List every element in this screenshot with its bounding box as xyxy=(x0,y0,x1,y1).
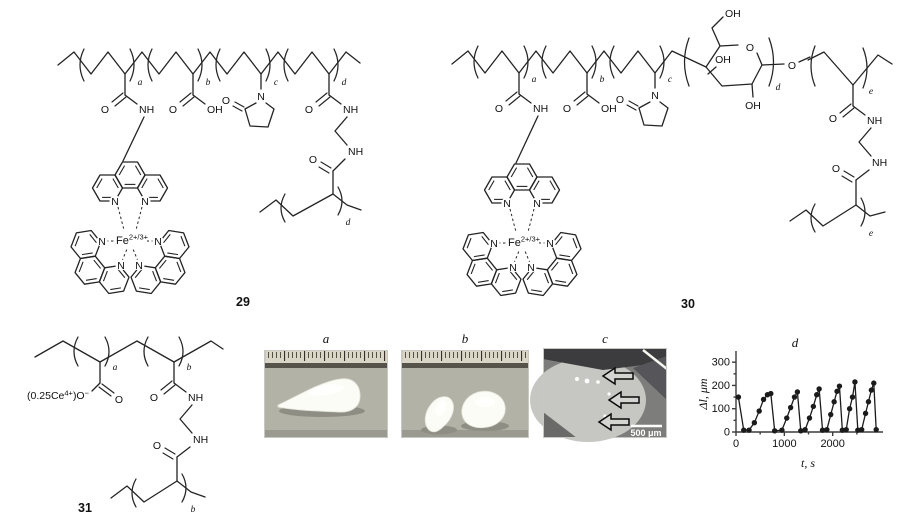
o-atom-label: O xyxy=(115,394,123,406)
nh-atom-label: NH xyxy=(188,392,203,404)
nh-atom-label: NH xyxy=(533,103,548,115)
svg-text:100: 100 xyxy=(712,403,730,415)
panel-label-c: c xyxy=(602,331,608,346)
structure-30: a b c O NH O OH N O d O OH OH xyxy=(440,8,893,311)
arrow-icon xyxy=(597,412,630,432)
o-atom-label: O xyxy=(305,104,313,116)
y-axis-label: Δl, μm xyxy=(696,378,710,410)
o-atom-label: O xyxy=(788,60,796,72)
unit-subscript: e xyxy=(869,87,873,97)
nh-atom-label: NH xyxy=(867,115,882,127)
oh-atom-label: OH xyxy=(207,104,223,116)
unit-subscript: a xyxy=(113,363,118,373)
svg-text:0: 0 xyxy=(733,438,739,450)
plot-area: 0 1000 2000 0 100 200 300 xyxy=(712,351,883,450)
structure-number-30: 30 xyxy=(681,297,695,311)
oh-atom-label: OH xyxy=(745,100,761,112)
scale-bar-label: 500 μm xyxy=(630,428,661,438)
unit-subscript: a xyxy=(138,78,143,88)
o-atom-label: O xyxy=(169,104,177,116)
photo-b-gel-pieces xyxy=(401,350,529,438)
oh-atom-label: OH xyxy=(601,103,617,115)
nh-atom-label: NH xyxy=(348,146,363,158)
o-atom-label: O xyxy=(746,42,754,54)
o-atom-label: O xyxy=(150,392,158,404)
svg-text:1000: 1000 xyxy=(772,438,796,450)
nh-atom-label: NH xyxy=(872,157,887,169)
unit-subscript: a xyxy=(532,75,537,85)
nh-atom-label: NH xyxy=(193,434,208,446)
boundary-arrows xyxy=(597,366,640,432)
structure-31: a b (0.25Ce4+)O− O O NH NH O b 31 xyxy=(27,336,224,515)
o-atom-label: O xyxy=(495,103,503,115)
svg-text:0: 0 xyxy=(724,427,730,439)
unit-subscript: d xyxy=(776,83,781,93)
arrow-icon xyxy=(601,366,634,386)
unit-subscript: b xyxy=(187,363,192,373)
n-atom-label: N xyxy=(651,90,659,102)
panel-label-b: b xyxy=(461,331,469,346)
unit-subscript: b xyxy=(600,75,605,85)
structure-number-29: 29 xyxy=(236,295,250,309)
crosslink-subscript: d xyxy=(346,218,351,228)
photo-c-microscopy: 500 μm xyxy=(530,348,668,442)
o-atom-label: O xyxy=(222,95,230,107)
unit-subscript: c xyxy=(668,75,673,85)
cerium-counterion-label: (0.25Ce4+)O− xyxy=(27,389,90,403)
o-atom-label: O xyxy=(101,104,109,116)
arrow-icon xyxy=(607,390,640,410)
o-atom-label: O xyxy=(832,163,840,175)
svg-text:200: 200 xyxy=(712,380,730,392)
nh-atom-label: NH xyxy=(139,104,154,116)
o-atom-label: O xyxy=(563,103,571,115)
o-atom-label: O xyxy=(153,440,161,452)
unit-subscript: c xyxy=(274,78,279,88)
oh-atom-label: OH xyxy=(715,54,731,66)
panel-label-a: a xyxy=(322,331,330,346)
nh-atom-label: NH xyxy=(343,104,358,116)
crosslink-subscript: b xyxy=(191,505,196,515)
chart-d: d Δl, μm t, s 0 1000 2000 0 100 200 300 xyxy=(696,335,883,470)
o-atom-label: O xyxy=(309,154,317,166)
unit-subscript: d xyxy=(342,78,347,88)
svg-text:300: 300 xyxy=(712,357,730,369)
o-atom-label: O xyxy=(829,113,837,125)
n-atom-label: N xyxy=(257,91,265,103)
chart-title: d xyxy=(792,335,799,350)
o-atom-label: O xyxy=(616,94,624,106)
unit-subscript: b xyxy=(206,78,211,88)
photo-a-gel-cone xyxy=(264,350,388,438)
x-axis-label: t, s xyxy=(801,456,815,470)
svg-text:2000: 2000 xyxy=(820,438,844,450)
structure-29: a b c d O NH O OH N O O NH NH xyxy=(10,48,363,309)
oh-atom-label: OH xyxy=(725,8,741,20)
crosslink-subscript: e xyxy=(869,229,873,239)
structure-number-31: 31 xyxy=(78,501,92,515)
